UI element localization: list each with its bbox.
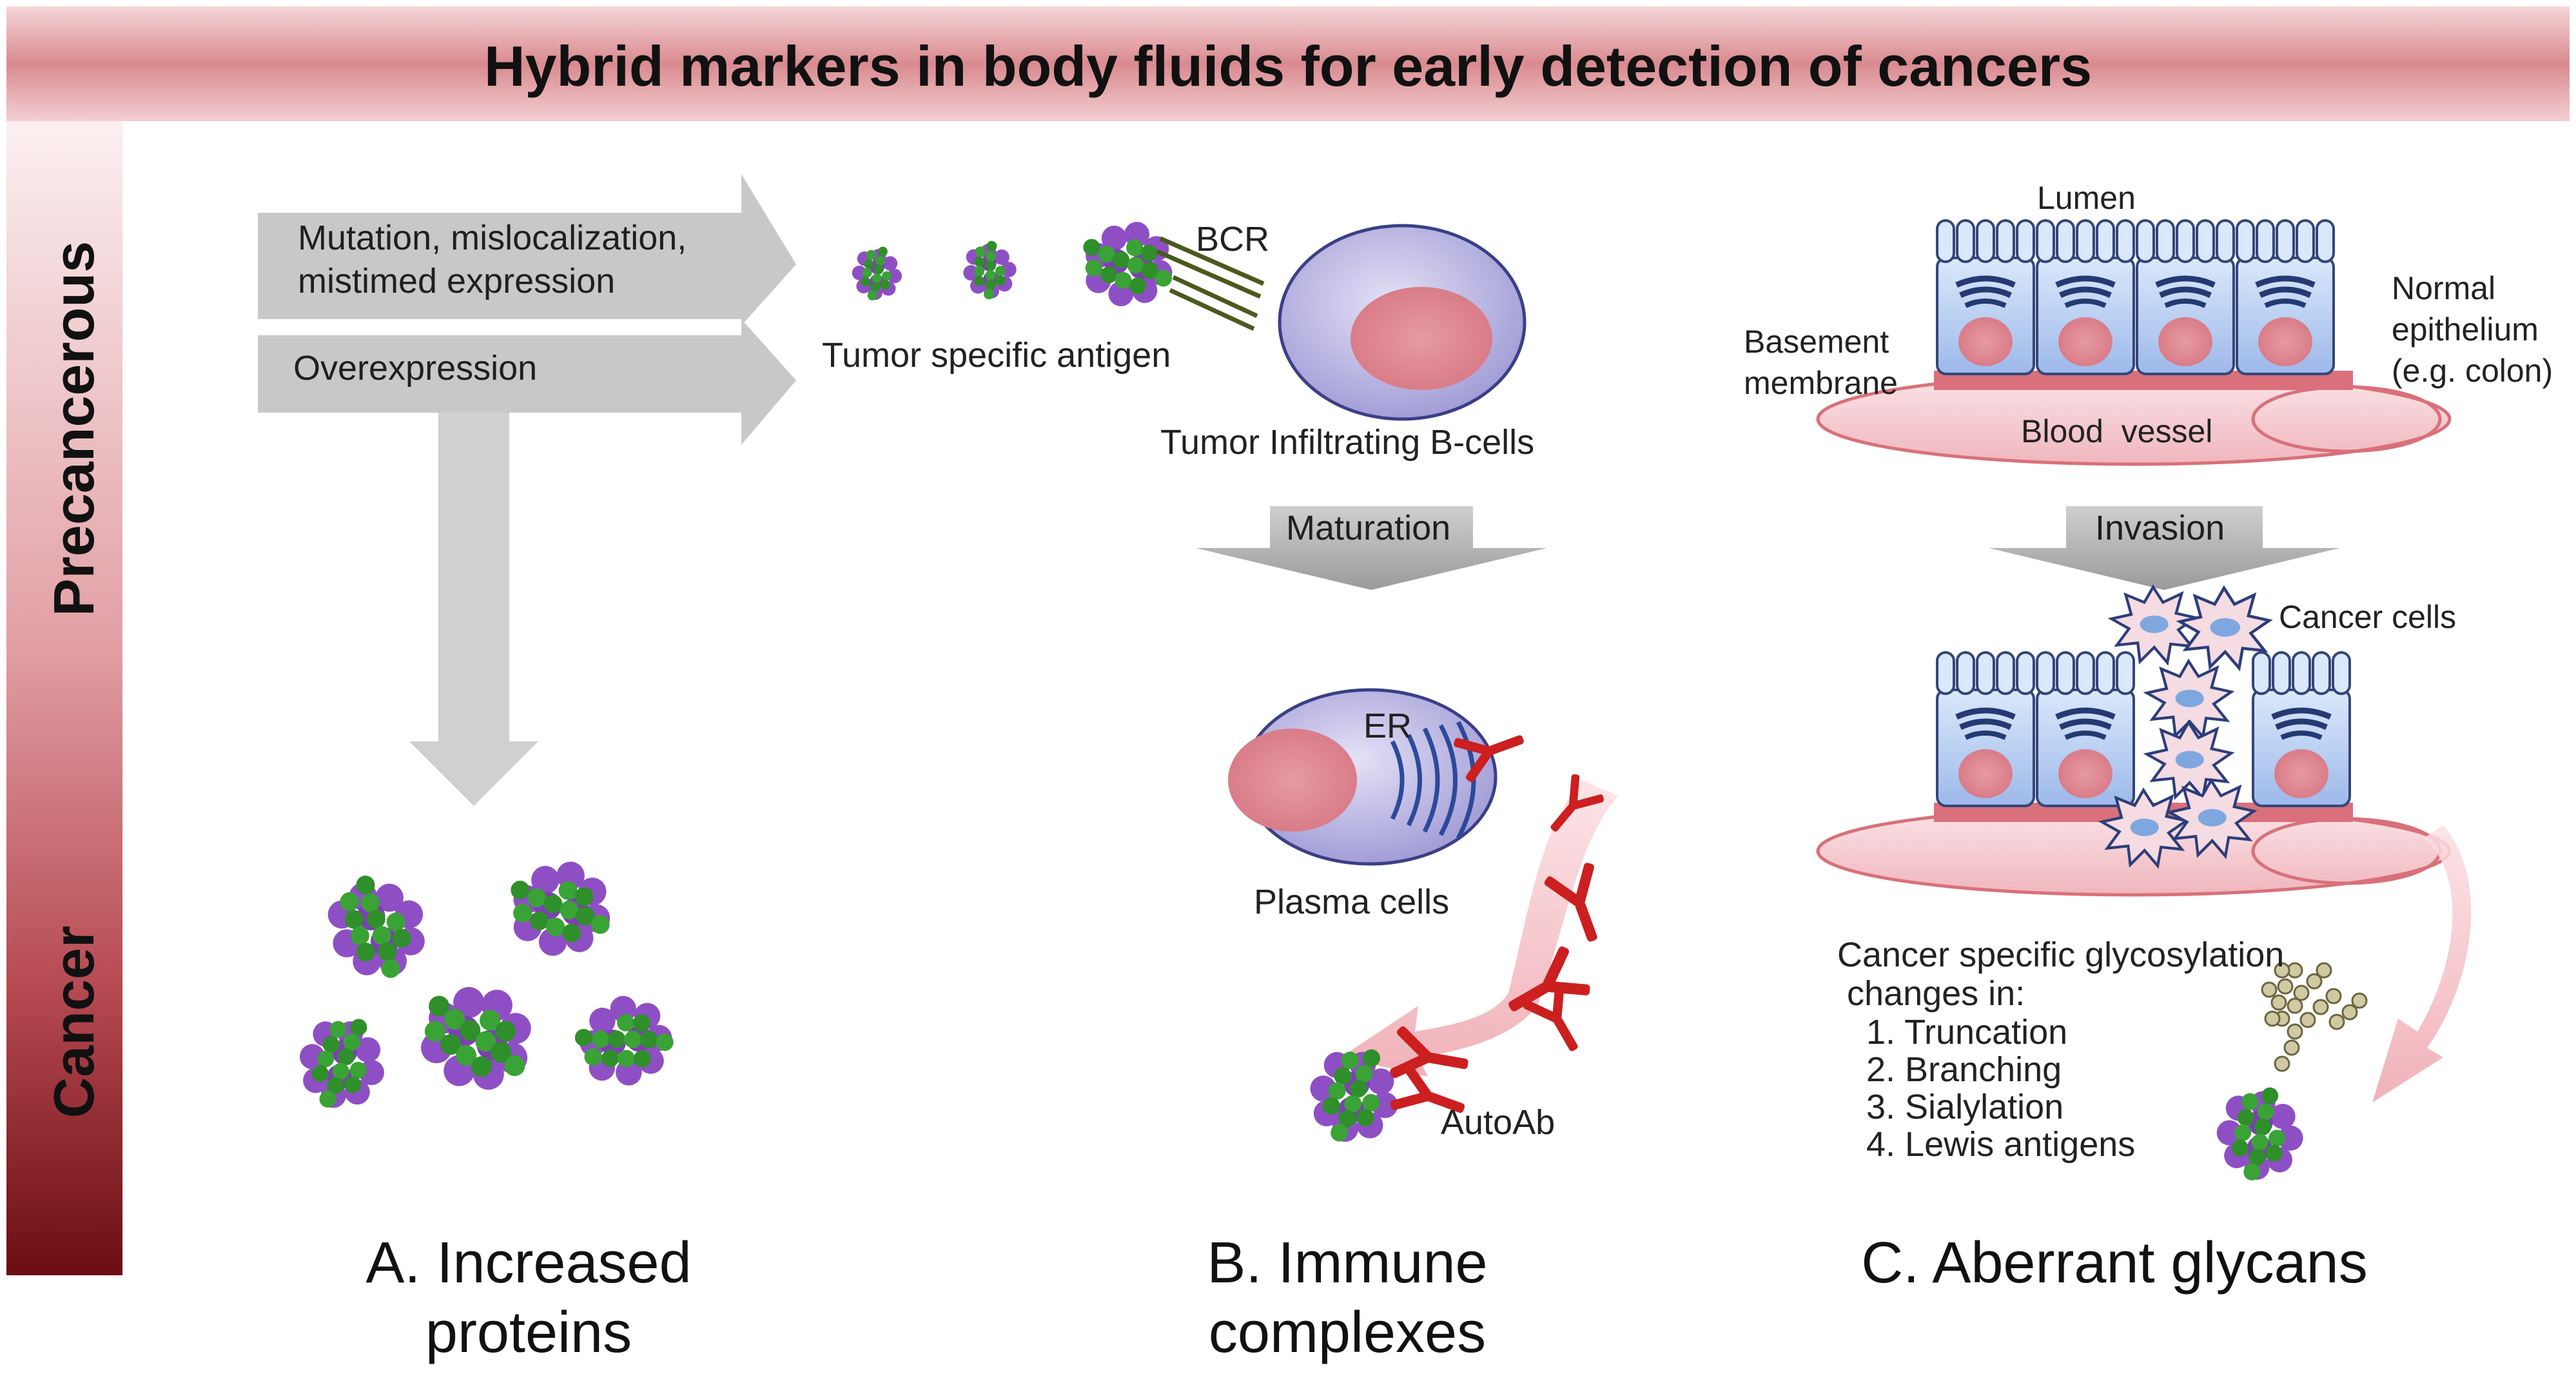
- er-label: ER: [1363, 707, 1412, 745]
- normal-epithelium: [1937, 219, 2334, 374]
- normal-epithelium-label: Normal epithelium (e.g. colon): [2392, 268, 2553, 391]
- normal-line3: (e.g. colon): [2392, 353, 2553, 389]
- protein-cluster-a: [286, 848, 690, 1121]
- normal-line2: epithelium: [2392, 311, 2539, 348]
- arrow-overexpression: [258, 319, 796, 445]
- plasma-nucleus: [1228, 729, 1357, 832]
- caption-c: C. Aberrant glycans: [1861, 1231, 2368, 1295]
- page-title: Hybrid markers in body fluids for early …: [483, 34, 2093, 98]
- basement-label: Basement membrane: [1744, 321, 1898, 404]
- arrow-maturation: [1196, 506, 1547, 590]
- title-banner: [6, 6, 2570, 121]
- invasion-label: Invasion: [2095, 509, 2225, 547]
- curved-arrow-c: [2372, 825, 2472, 1102]
- arrow-mutation: [258, 174, 796, 326]
- side-label-cancer: Cancer: [42, 925, 106, 1119]
- blood-vessel-label: Blood vessel: [2021, 413, 2213, 449]
- maturation-label: Maturation: [1286, 509, 1451, 547]
- b-cell-nucleus: [1351, 287, 1492, 390]
- arrow-mutation-line2: mistimed expression: [298, 262, 616, 300]
- bcr-receptor: [1156, 236, 1265, 331]
- normal-line1: Normal: [2392, 270, 2496, 306]
- invaded-epithelium: [1937, 651, 2350, 806]
- side-label-precancerous: Precancerous: [42, 240, 106, 617]
- arrow-down-a: [409, 413, 538, 806]
- arrow-overexpression-label: Overexpression: [293, 349, 538, 387]
- curved-arrow-b: [1341, 780, 1618, 1077]
- caption-a-line1: A. Increased: [366, 1231, 692, 1295]
- side-banner: [6, 121, 122, 1275]
- cancer-cells-label: Cancer cells: [2279, 599, 2457, 635]
- b-cells-label: Tumor Infiltrating B-cells: [1160, 423, 1535, 462]
- glyco-item-3: 3. Sialylation: [1866, 1088, 2064, 1126]
- glycoprotein: [2199, 962, 2368, 1195]
- basement-line1: Basement: [1744, 324, 1889, 360]
- caption-a: A. Increased proteins: [297, 1228, 761, 1367]
- glyco-line1: Cancer specific glycosylation: [1837, 935, 2285, 974]
- caption-b-line1: B. Immune: [1207, 1231, 1488, 1295]
- autoab-label: AutoAb: [1441, 1103, 1556, 1142]
- lumen-label: Lumen: [2037, 180, 2136, 216]
- caption-a-line2: proteins: [425, 1300, 632, 1365]
- basement-line2: membrane: [1744, 365, 1898, 401]
- caption-b-line2: complexes: [1208, 1300, 1487, 1365]
- plasma-label: Plasma cells: [1254, 883, 1450, 921]
- glyco-item-1: 1. Truncation: [1866, 1013, 2068, 1052]
- glyco-item-2: 2. Branching: [1866, 1050, 2062, 1089]
- arrow-mutation-line1: Mutation, mislocalization,: [298, 219, 687, 257]
- glyco-line2: changes in:: [1847, 974, 2025, 1013]
- glyco-item-4: 4. Lewis antigens: [1866, 1125, 2136, 1164]
- arrow-invasion: [1989, 506, 2340, 590]
- bcr-label: BCR: [1196, 220, 1270, 259]
- caption-b: B. Immune complexes: [1115, 1228, 1579, 1367]
- antigen-label: Tumor specific antigen: [822, 336, 1171, 375]
- tumor-antigens: [842, 210, 1185, 320]
